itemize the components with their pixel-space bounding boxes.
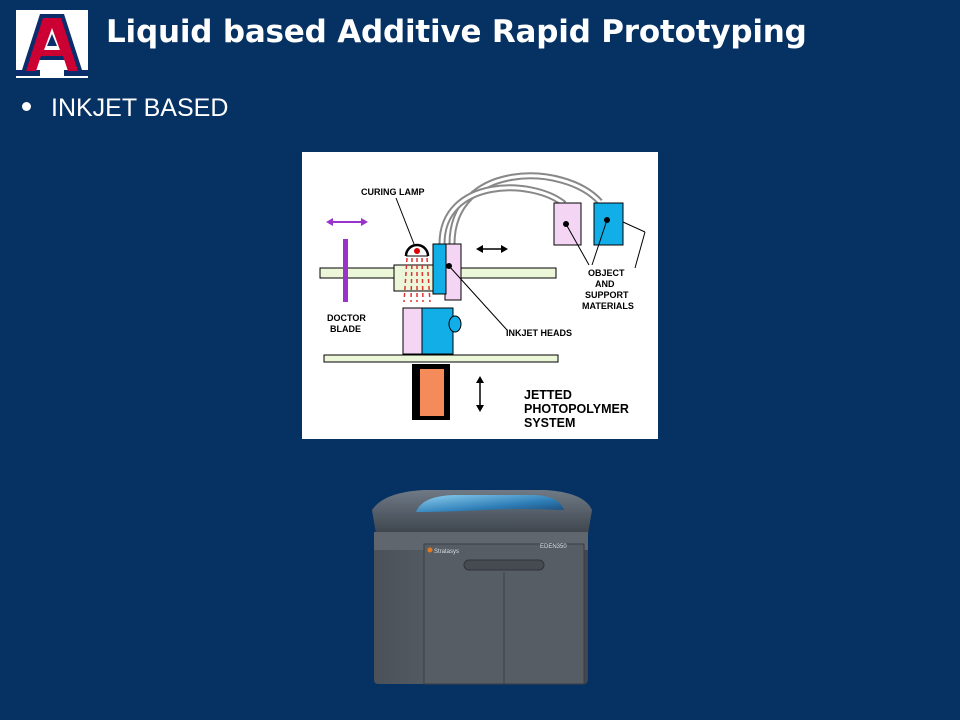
eden350-printer-image: Stratasys EDEN350 [372, 490, 592, 685]
elevator-part [420, 369, 444, 416]
label-doctor-blade-2: BLADE [330, 324, 361, 334]
doctor-blade [343, 239, 348, 302]
slide-title: Liquid based Additive Rapid Prototyping [106, 14, 807, 50]
label-system-3: SYSTEM [524, 416, 575, 430]
build-tray [323, 354, 559, 363]
printer-brand: Stratasys [434, 549, 459, 555]
label-curing-lamp: CURING LAMP [361, 187, 425, 197]
inkjet-head-support [444, 243, 462, 301]
label-materials-2: AND [595, 279, 615, 289]
label-doctor-blade-1: DOCTOR [327, 313, 366, 323]
printer-model: EDEN350 [540, 544, 567, 550]
curing-lamp [404, 243, 430, 257]
label-materials-4: MATERIALS [582, 301, 634, 311]
nozzle-blob [448, 315, 462, 333]
university-a-logo [16, 10, 88, 78]
bullet-dot [22, 101, 31, 111]
label-system-1: JETTED [524, 388, 572, 402]
printer-window [416, 495, 564, 512]
inkjet-process-diagram: CURING LAMP DOCTOR BLADE INKJET HEADS OB… [302, 152, 658, 439]
inkjet-head-object [432, 243, 447, 295]
label-materials-3: SUPPORT [585, 290, 629, 300]
object-material-cartridge [593, 202, 624, 246]
bullet-item: INKJET BASED [22, 94, 228, 123]
built-part-object [421, 307, 454, 355]
label-system-2: PHOTOPOLYMER [524, 402, 629, 416]
bullet-text: INKJET BASED [51, 94, 229, 122]
label-inkjet-heads: INKJET HEADS [506, 328, 572, 338]
printer-handle [463, 559, 545, 571]
label-materials-1: OBJECT [588, 268, 625, 278]
lamp-housing [393, 264, 435, 292]
uv-rays [403, 257, 431, 303]
support-material-cartridge [553, 202, 582, 246]
